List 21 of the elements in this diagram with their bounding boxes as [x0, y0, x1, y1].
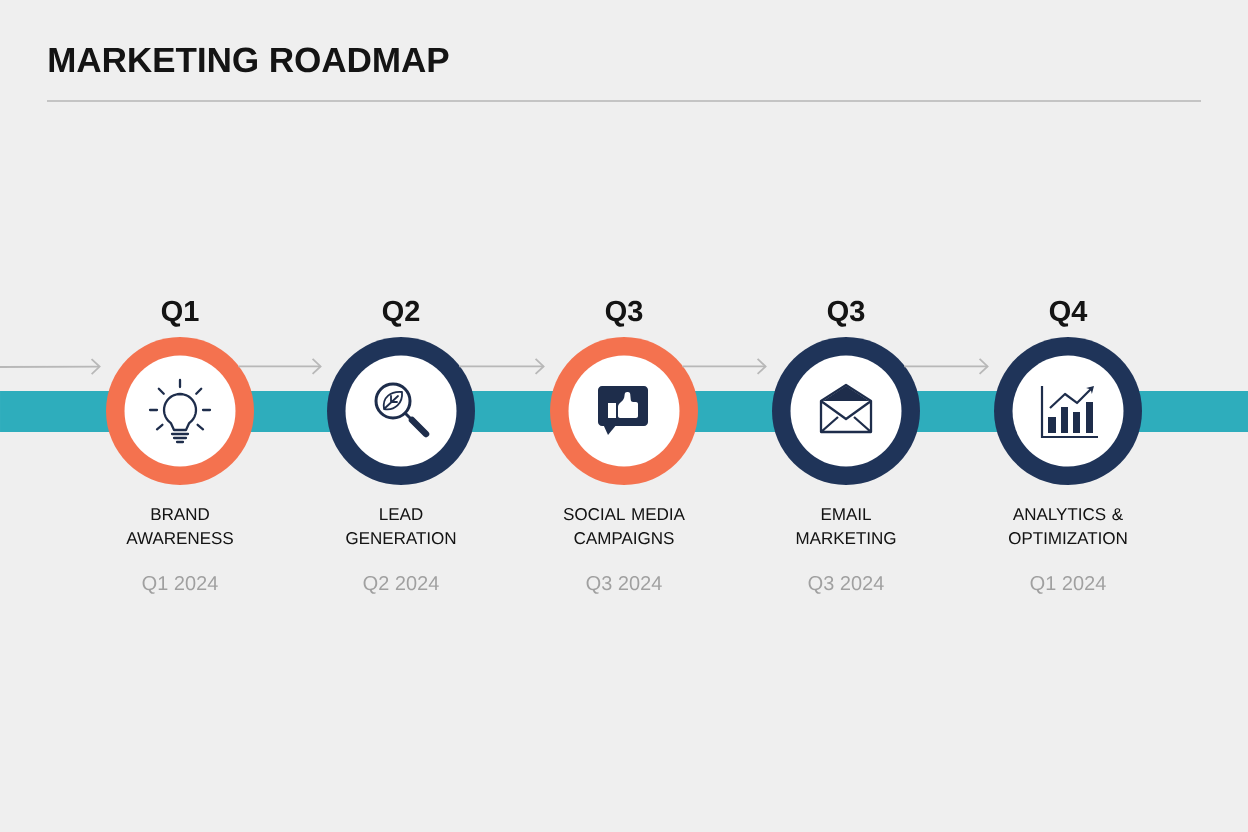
milestone-label: BRAND AWARENESS: [126, 508, 233, 545]
date-label: Q1 2024: [1030, 576, 1106, 594]
quarter-label: Q2: [382, 300, 420, 327]
date-label: Q1 2024: [142, 576, 218, 594]
quarter-label: Q3: [827, 300, 865, 327]
date-label: Q2 2024: [363, 576, 439, 594]
arrow: [0, 358, 101, 375]
arrow: [459, 358, 545, 375]
date-label: Q3 2024: [586, 576, 662, 594]
arrow: [682, 358, 767, 375]
date-label: Q3 2024: [808, 576, 884, 594]
milestone-label: EMAIL MARKETING: [796, 508, 896, 545]
arrow: [904, 358, 989, 375]
milestone-label: LEAD GENERATION: [346, 508, 456, 545]
milestone-label: ANALYTICS & OPTIMIZATION: [1009, 508, 1127, 545]
quarter-label: Q3: [605, 300, 643, 327]
quarter-label: Q4: [1049, 300, 1088, 327]
title: MARKETING ROADMAP: [49, 47, 449, 73]
arrow: [238, 358, 322, 375]
milestone-label: SOCIAL MEDIA CAMPAIGNS: [563, 508, 685, 545]
quarter-label: Q1: [161, 300, 199, 327]
